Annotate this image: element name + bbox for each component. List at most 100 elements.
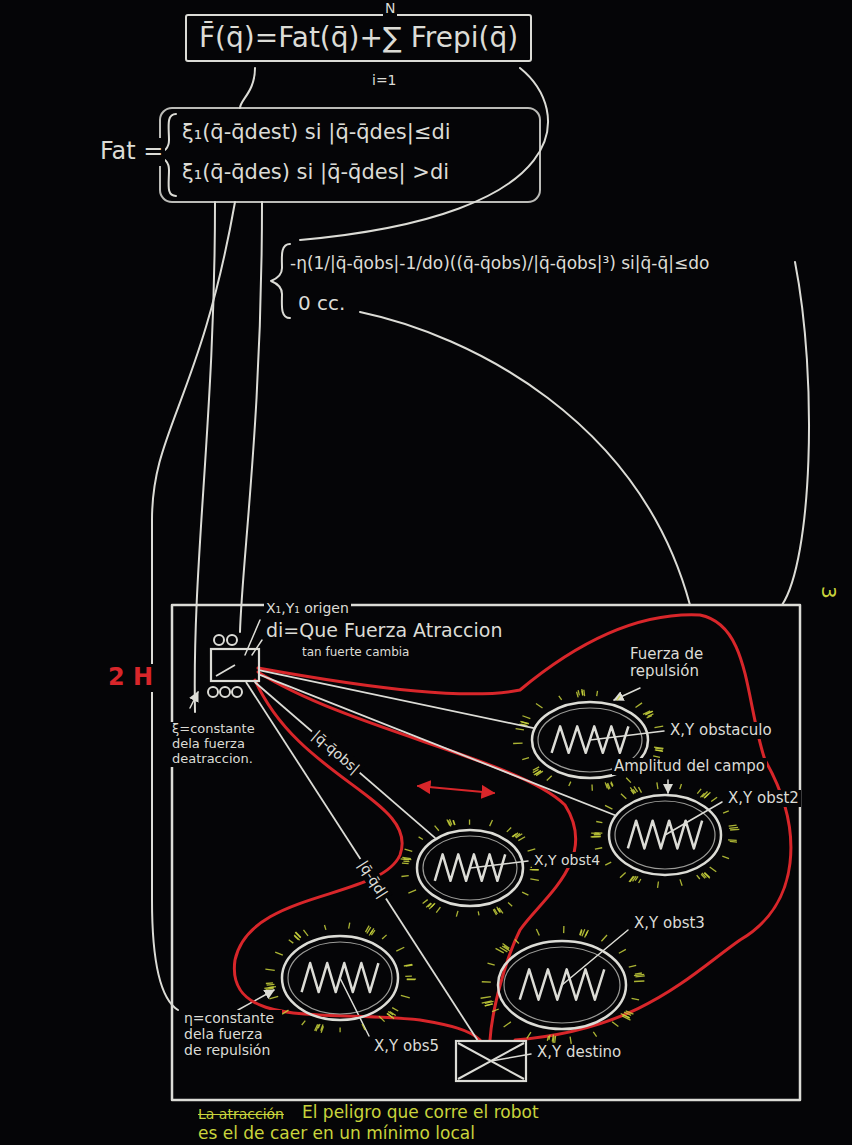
box-outline: [211, 649, 259, 681]
field-stroke: [528, 849, 536, 851]
field-stroke: [533, 767, 539, 770]
field-stroke: [485, 1004, 493, 1006]
field-stroke: [634, 980, 644, 982]
sum-limit: i=1: [370, 72, 399, 88]
coordinate-label: X,Y obst4: [532, 852, 602, 868]
coordinate-label: X,Y obs5: [372, 1038, 441, 1055]
field-stroke: [532, 869, 539, 870]
field-stroke: [701, 874, 705, 878]
obstacle: X,Y obst3: [496, 939, 628, 1031]
field-stroke: [289, 940, 294, 943]
coordinate-label: X,Y obst2: [726, 790, 801, 807]
field-stroke: [729, 825, 737, 826]
field-stroke: [612, 1022, 618, 1027]
distance-line: [260, 670, 534, 728]
field-stroke: [711, 797, 717, 801]
field-stroke: [349, 923, 350, 929]
field-stroke: [370, 928, 374, 933]
box-outline: [456, 1041, 526, 1081]
field-stroke: [657, 882, 659, 888]
field-stroke: [647, 716, 652, 718]
formula-line: ξ₁(q̄-q̄dest) si |q̄-q̄des|≤di: [180, 120, 453, 144]
field-stroke: [621, 1013, 630, 1017]
obstacle-zigzag: [435, 854, 505, 880]
annotation: ξ=constante dela fuerza deatraccion.: [170, 722, 268, 767]
obstacle-shape: [496, 939, 628, 1031]
field-stroke: [722, 856, 729, 858]
field-stroke: [527, 1032, 531, 1038]
wire: [240, 202, 262, 632]
field-stroke: [657, 782, 658, 789]
goal-cross: [458, 1043, 524, 1079]
field-stroke: [596, 691, 598, 696]
field-stroke: [512, 834, 516, 837]
field-stroke: [275, 952, 283, 955]
field-stroke: [569, 782, 571, 786]
field-stroke: [591, 785, 593, 791]
obstacle: X,Y obs5: [280, 934, 400, 1022]
field-stroke: [580, 930, 582, 935]
robot-box: X₁,Y₁ origen: [210, 648, 260, 682]
leader-line: [562, 930, 628, 985]
field-stroke: [266, 988, 274, 989]
field-stroke: [697, 875, 700, 879]
field-stroke: [485, 1004, 493, 1006]
field-stroke: [570, 1037, 571, 1044]
coordinate-label: X,Y obst3: [632, 915, 707, 932]
obstacle-outline: [609, 795, 721, 875]
field-stroke: [552, 1035, 553, 1042]
field-stroke: [704, 872, 709, 877]
field-stroke: [608, 783, 610, 789]
field-stroke: [583, 690, 585, 696]
field-stroke: [730, 829, 739, 831]
field-stroke: [563, 926, 565, 933]
field-stroke: [578, 690, 579, 695]
field-stroke: [367, 927, 371, 933]
field-stroke: [405, 849, 413, 851]
field-stroke: [582, 689, 583, 695]
field-stroke: [630, 787, 634, 793]
field-stroke: [629, 965, 636, 967]
field-stroke: [404, 964, 412, 966]
note-mark: 2 H: [106, 664, 155, 692]
field-stroke: [403, 860, 409, 862]
destination-box: X,Y destino: [455, 1040, 527, 1082]
field-stroke: [518, 837, 525, 841]
field-stroke: [522, 716, 530, 719]
field-stroke: [408, 890, 416, 893]
field-stroke: [591, 836, 600, 838]
field-stroke: [635, 973, 642, 974]
field-stroke: [522, 758, 529, 760]
field-stroke: [619, 949, 626, 953]
robot-wheel: [232, 687, 242, 697]
field-stroke: [513, 742, 523, 744]
annotation: Fuerza de repulsión: [628, 646, 724, 681]
field-stroke: [624, 1012, 631, 1015]
obstacle-zigzag: [628, 821, 702, 849]
field-stroke: [605, 862, 611, 865]
formula-box: F̄(q̄)=Fat(q̄)+∑ Frepi(q̄): [185, 14, 532, 62]
field-stroke: [269, 996, 278, 999]
field-stroke: [456, 911, 458, 917]
obstacle-outline: [417, 830, 523, 906]
field-stroke: [513, 833, 519, 837]
field-stroke: [494, 909, 497, 914]
obstacle-outline: [423, 836, 517, 900]
field-stroke: [426, 903, 431, 907]
field-stroke: [431, 903, 435, 907]
field-stroke: [324, 925, 325, 930]
field-stroke: [611, 783, 613, 787]
box-shape: [455, 1040, 527, 1082]
struck-note: La atracción: [196, 1106, 286, 1122]
annotation: di=Que Fuerza Atraccion: [264, 620, 504, 642]
note: es el de caer en un mínimo local: [196, 1124, 477, 1144]
field-stroke: [469, 819, 470, 824]
box-shape: [210, 648, 260, 682]
field-stroke: [507, 828, 511, 832]
field-stroke: [626, 778, 631, 783]
field-stroke: [508, 902, 512, 906]
field-stroke: [723, 811, 729, 813]
field-stroke: [638, 787, 641, 793]
field-stroke: [536, 703, 543, 707]
sum-limit: N: [383, 0, 397, 16]
